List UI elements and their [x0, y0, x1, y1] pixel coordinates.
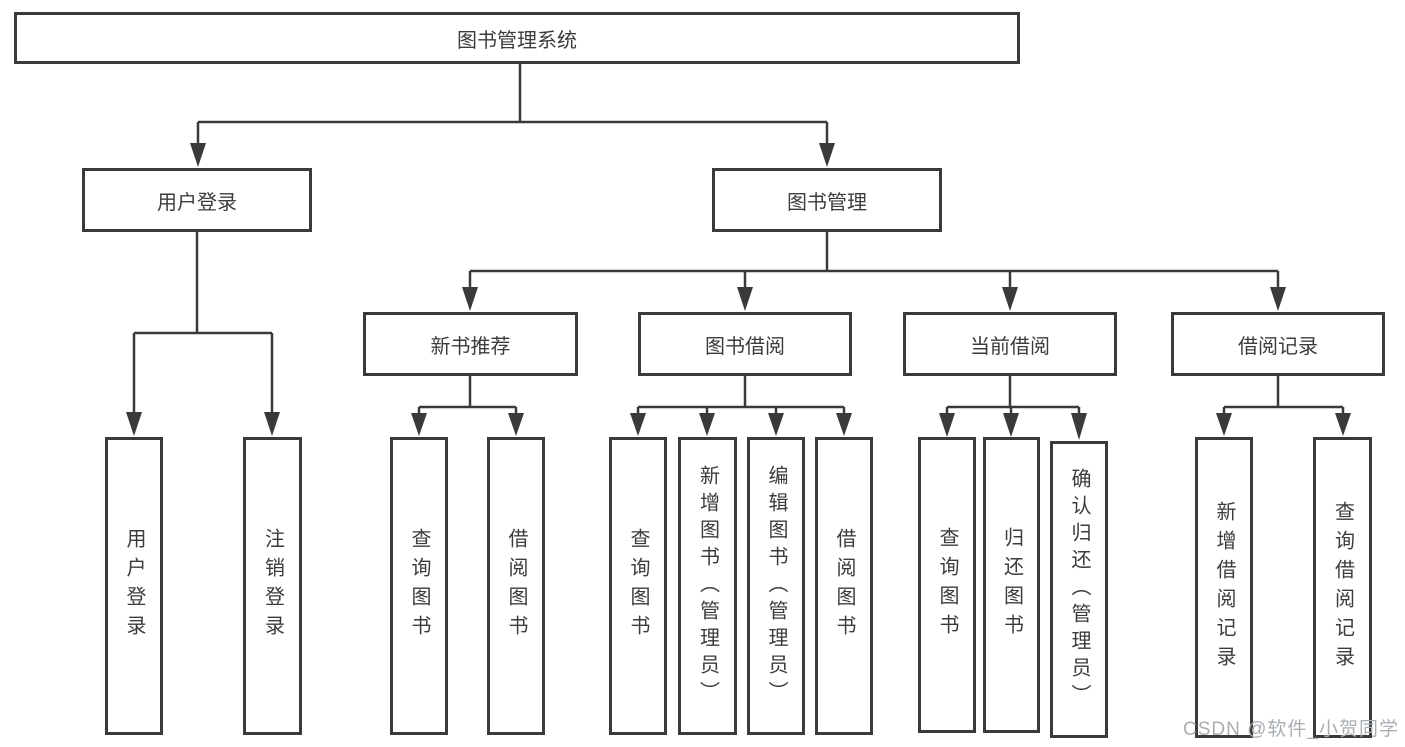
leaf-records-add-label: 新增借阅记录 [1213, 500, 1235, 675]
leaf-user-login-label: 用户登录 [123, 528, 145, 644]
node-root-system: 图书管理系统 [14, 12, 1020, 64]
node-book-borrowing-label: 图书借阅 [705, 335, 785, 358]
node-borrow-records-label: 借阅记录 [1238, 335, 1318, 358]
leaf-current-confirm-return-admin: 确认归还（管理员） [1050, 441, 1108, 738]
leaf-newbooks-borrow-label: 借阅图书 [505, 528, 527, 644]
wire-bookmgmt-split [468, 232, 1280, 288]
leaf-newbooks-query: 查询图书 [390, 437, 448, 735]
leaf-current-return-label: 归还图书 [1000, 527, 1023, 643]
leaf-current-query: 查询图书 [918, 437, 976, 733]
wire-borrow-split [636, 376, 846, 414]
leaf-borrow-query: 查询图书 [609, 437, 667, 735]
leaf-current-confirm-return-admin-label: 确认归还（管理员） [1068, 468, 1090, 711]
leaf-records-add: 新增借阅记录 [1195, 437, 1253, 738]
node-root-label: 图书管理系统 [457, 29, 577, 52]
leaf-user-login: 用户登录 [105, 437, 163, 735]
wire-current-split [945, 376, 1081, 414]
node-user-login: 用户登录 [82, 168, 312, 232]
leaf-borrow-book-label: 借阅图书 [833, 528, 855, 644]
leaf-newbooks-query-label: 查询图书 [408, 528, 430, 644]
leaf-borrow-query-label: 查询图书 [627, 528, 649, 644]
node-borrow-records: 借阅记录 [1171, 312, 1385, 376]
node-new-book-recommend: 新书推荐 [363, 312, 578, 376]
wire-login-split [132, 232, 274, 413]
leaf-records-query-label: 查询借阅记录 [1331, 500, 1354, 675]
leaf-borrow-edit-admin-label: 编辑图书（管理员） [765, 464, 787, 708]
node-new-book-recommend-label: 新书推荐 [430, 335, 511, 358]
node-book-borrowing: 图书借阅 [638, 312, 852, 376]
node-book-management-label: 图书管理 [787, 191, 867, 214]
csdn-watermark: CSDN @软件_小贺同学 [1183, 719, 1399, 740]
leaf-newbooks-borrow: 借阅图书 [487, 437, 545, 735]
arrowheads [126, 143, 1351, 440]
node-current-borrowing: 当前借阅 [903, 312, 1117, 376]
leaf-borrow-add-admin: 新增图书（管理员） [678, 437, 737, 735]
leaf-records-query: 查询借阅记录 [1313, 437, 1372, 738]
node-user-login-label: 用户登录 [157, 191, 237, 214]
leaf-logout: 注销登录 [243, 437, 302, 735]
node-current-borrowing-label: 当前借阅 [970, 335, 1050, 358]
wire-records-split [1222, 376, 1345, 414]
leaf-borrow-edit-admin: 编辑图书（管理员） [747, 437, 805, 735]
leaf-logout-label: 注销登录 [261, 528, 284, 644]
leaf-borrow-book: 借阅图书 [815, 437, 873, 735]
leaf-current-return: 归还图书 [983, 437, 1040, 733]
wire-newbooks-split [417, 376, 518, 414]
node-book-management: 图书管理 [712, 168, 942, 232]
leaf-current-query-label: 查询图书 [936, 527, 958, 643]
wire-root-split [196, 64, 829, 144]
leaf-borrow-add-admin-label: 新增图书（管理员） [696, 464, 719, 708]
